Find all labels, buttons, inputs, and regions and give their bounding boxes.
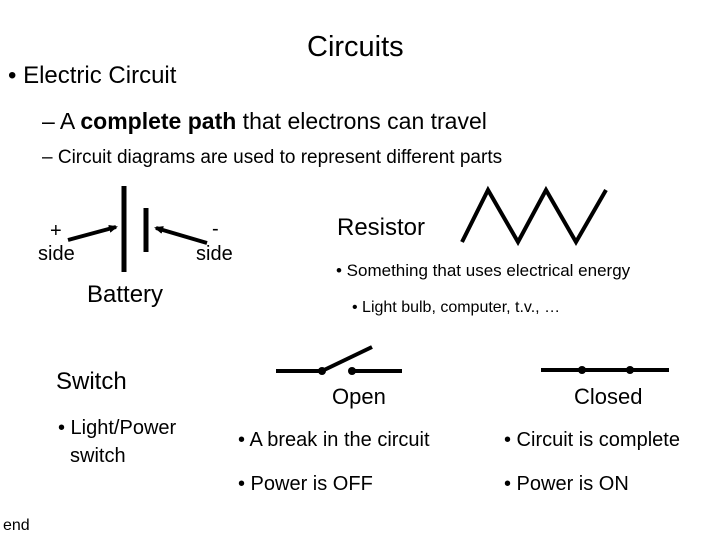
switch-desc-line1: • Light/Power	[58, 417, 177, 439]
end-label: end	[3, 517, 30, 534]
battery-symbol-icon	[121, 186, 149, 272]
open-desc-break: • A break in the circuit	[238, 429, 430, 451]
page-title: Circuits	[307, 31, 404, 63]
resistor-desc-examples: • Light bulb, computer, t.v., …	[352, 299, 561, 316]
arrow-icon	[67, 224, 118, 242]
bold-phrase: complete path	[80, 108, 237, 134]
bullet-electric-circuit: • Electric Circuit	[8, 62, 177, 89]
closed-desc-power-on: • Power is ON	[504, 473, 629, 495]
battery-plus-side-label: side	[38, 243, 75, 265]
open-switch-icon	[276, 345, 402, 375]
switch-desc-line2: switch	[70, 445, 126, 467]
resistor-zigzag-icon	[460, 185, 608, 247]
open-desc-power-off: • Power is OFF	[238, 473, 373, 495]
closed-switch-label: Closed	[574, 384, 643, 409]
bullet-prefix: – A	[42, 108, 81, 134]
battery-minus-sign: -	[212, 218, 219, 240]
battery-label: Battery	[87, 281, 164, 308]
closed-desc-complete: • Circuit is complete	[504, 429, 680, 451]
bullet-circuit-diagrams: – Circuit diagrams are used to represent…	[42, 147, 503, 168]
bullet-suffix: that electrons can travel	[236, 108, 487, 134]
battery-plus-sign: +	[50, 220, 62, 242]
battery-minus-side-label: side	[196, 243, 233, 265]
bullet-complete-path: – A complete path that electrons can tra…	[42, 110, 487, 133]
switch-label: Switch	[56, 368, 127, 395]
resistor-label: Resistor	[337, 214, 426, 241]
closed-switch-icon	[541, 366, 669, 374]
open-switch-label: Open	[332, 384, 386, 409]
arrow-icon	[154, 226, 208, 245]
resistor-desc-energy: • Something that uses electrical energy	[336, 261, 631, 280]
